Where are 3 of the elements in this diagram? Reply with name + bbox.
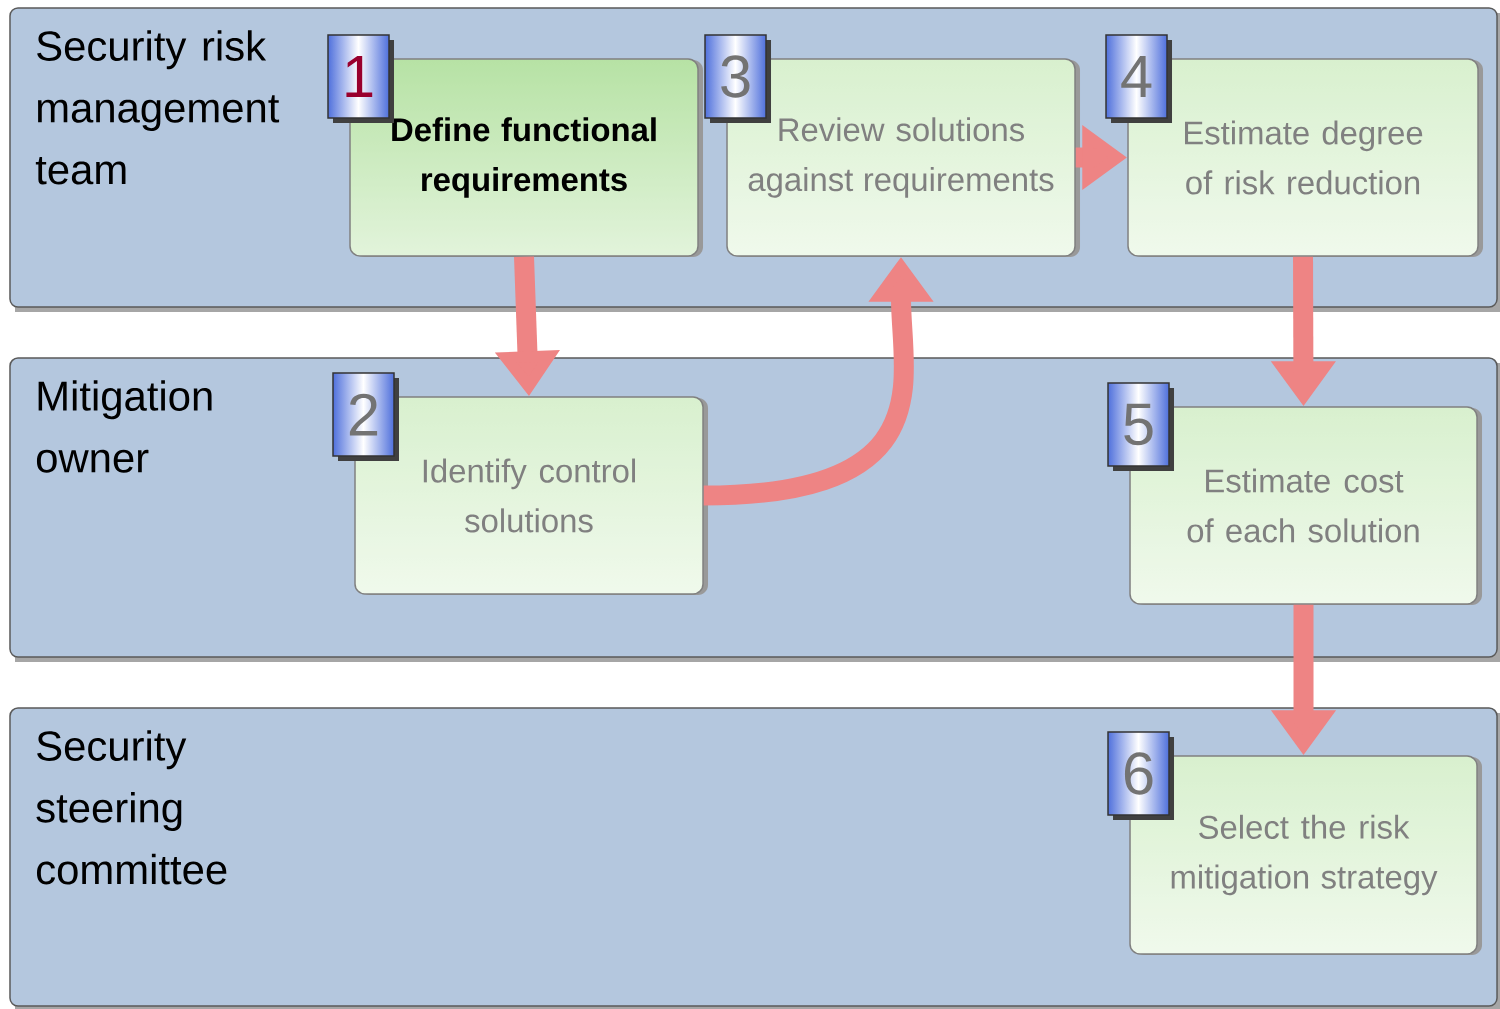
number-badge: 1 [327, 34, 394, 123]
number-badge: 6 [1107, 731, 1174, 820]
number-badge: 4 [1105, 34, 1172, 123]
